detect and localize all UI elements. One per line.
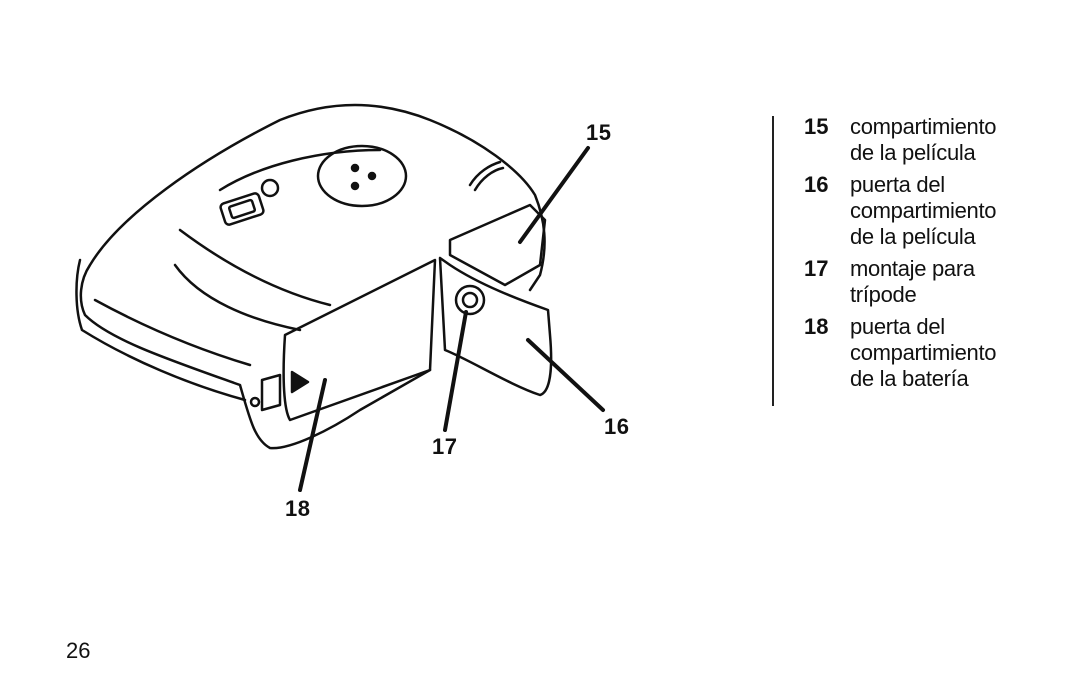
callout-15: 15 — [586, 120, 612, 145]
legend-line: de la película — [850, 224, 976, 249]
film-compartment — [448, 203, 547, 287]
top-dial — [316, 144, 408, 208]
legend-text: puerta del compartimiento de la batería — [850, 314, 997, 392]
camera-side-lines — [75, 258, 252, 402]
legend-item-16: 16 puerta del compartimiento de la pelíc… — [804, 172, 1074, 250]
callout-16: 16 — [604, 414, 630, 439]
legend-number: 16 — [804, 172, 829, 197]
legend-text: puerta del compartimiento de la película — [850, 172, 997, 250]
legend-item-18: 18 puerta del compartimiento de la bater… — [804, 314, 1074, 392]
legend-divider — [772, 116, 774, 406]
sensor-window — [260, 178, 280, 198]
legend-text: montaje para trípode — [850, 256, 975, 308]
battery-door — [282, 258, 437, 422]
tripod-mount — [454, 284, 486, 316]
leader-15 — [518, 146, 590, 244]
legend-number: 17 — [804, 256, 829, 281]
battery-latch — [260, 373, 282, 412]
legend-line: montaje para — [850, 256, 975, 281]
leader-18 — [298, 378, 327, 492]
camera-body-outline — [79, 103, 546, 450]
legend-item-15: 15 compartimiento de la película — [804, 114, 1074, 166]
legend-line: compartimiento — [850, 340, 997, 365]
legend-number: 15 — [804, 114, 829, 139]
legend: 15 compartimiento de la película 16 puer… — [804, 114, 1074, 398]
legend-line: compartimiento — [850, 114, 997, 139]
camera-top-edge — [173, 148, 382, 332]
legend-number: 18 — [804, 314, 829, 339]
film-door — [438, 256, 553, 397]
callout-18: 18 — [285, 496, 311, 521]
page-number: 26 — [66, 638, 91, 663]
legend-line: trípode — [850, 282, 917, 307]
legend-line: puerta del — [850, 314, 945, 339]
battery-arrow — [290, 370, 310, 394]
legend-line: puerta del — [850, 172, 945, 197]
strap-lug — [468, 160, 505, 192]
legend-line: de la batería — [850, 366, 969, 391]
legend-item-17: 17 montaje para trípode — [804, 256, 1074, 308]
legend-line: compartimiento — [850, 198, 997, 223]
legend-text: compartimiento de la película — [850, 114, 997, 166]
viewfinder — [219, 192, 265, 226]
callout-17: 17 — [432, 434, 458, 459]
leader-16 — [526, 338, 605, 412]
legend-line: de la película — [850, 140, 976, 165]
leader-17 — [443, 310, 468, 432]
